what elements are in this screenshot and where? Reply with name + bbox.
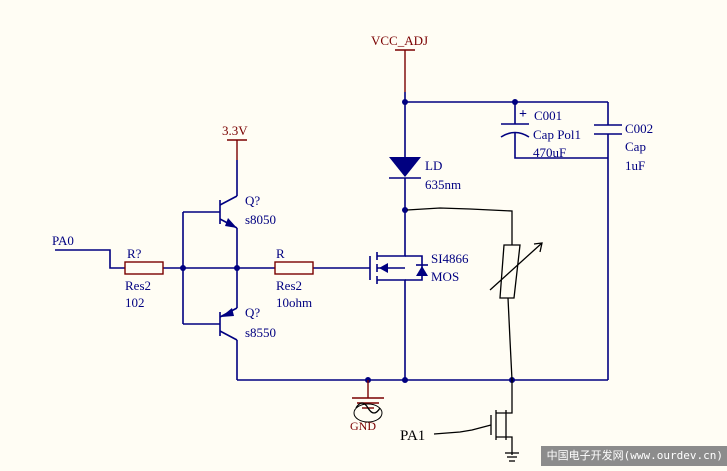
pnp-designator: Q? <box>245 305 260 320</box>
mosfet: SI4866 MOS <box>369 250 469 288</box>
hand-drawn-sketch: PA1 <box>400 207 543 462</box>
gate-resistor-value: 10ohm <box>276 295 312 310</box>
c001-designator: C001 <box>534 108 562 123</box>
gnd-scribble-icon <box>353 403 383 423</box>
mosfet-diode-icon <box>416 266 428 276</box>
cap-c001: + C001 Cap Pol1 470uF <box>500 107 581 160</box>
c001-plus-icon: + <box>519 107 527 122</box>
vcc-adj-label: VCC_ADJ <box>371 33 428 48</box>
pnp-value: s8550 <box>245 325 276 340</box>
pnp-emitter-arrow-icon <box>221 308 234 317</box>
laser-value: 635nm <box>425 177 461 192</box>
v33-port: 3.3V <box>222 123 248 160</box>
base-resistor-designator: R? <box>127 246 142 261</box>
base-resistor: R? Res2 102 <box>124 246 164 310</box>
c002-comment: Cap <box>625 139 646 154</box>
pa1-label: PA1 <box>400 428 425 444</box>
c002-value: 1uF <box>625 158 645 173</box>
npn-designator: Q? <box>245 193 260 208</box>
junctions <box>180 99 518 383</box>
mosfet-value: MOS <box>431 269 459 284</box>
base-resistor-value: 102 <box>125 295 145 310</box>
gate-resistor-comment: Res2 <box>276 278 302 293</box>
mosfet-designator: SI4866 <box>431 251 469 266</box>
cap-c002: C002 Cap 1uF <box>594 121 653 173</box>
gate-resistor-designator: R <box>276 246 285 261</box>
base-resistor-comment: Res2 <box>125 278 151 293</box>
ground-symbol: GND <box>350 380 384 433</box>
pnp-transistor: Q? s8550 <box>219 305 276 341</box>
npn-transistor: Q? s8050 <box>219 193 276 229</box>
gnd-label: GND <box>350 419 376 433</box>
v33-label: 3.3V <box>222 123 248 138</box>
c001-value: 470uF <box>533 145 566 160</box>
c001-comment: Cap Pol1 <box>533 127 581 142</box>
laser-designator: LD <box>425 158 442 173</box>
laser-diode: LD 635nm <box>389 157 461 192</box>
gate-resistor: R Res2 10ohm <box>274 246 314 310</box>
laser-diode-icon <box>389 157 421 177</box>
mosfet-arrow-icon <box>379 263 388 273</box>
vcc-adj-port: VCC_ADJ <box>371 33 428 92</box>
pa0-label: PA0 <box>52 233 74 248</box>
c002-designator: C002 <box>625 121 653 136</box>
npn-emitter-arrow-icon <box>225 218 237 228</box>
npn-value: s8050 <box>245 212 276 227</box>
watermark: 中国电子开发网(www.ourdev.cn) <box>540 446 727 466</box>
wires <box>55 92 609 381</box>
